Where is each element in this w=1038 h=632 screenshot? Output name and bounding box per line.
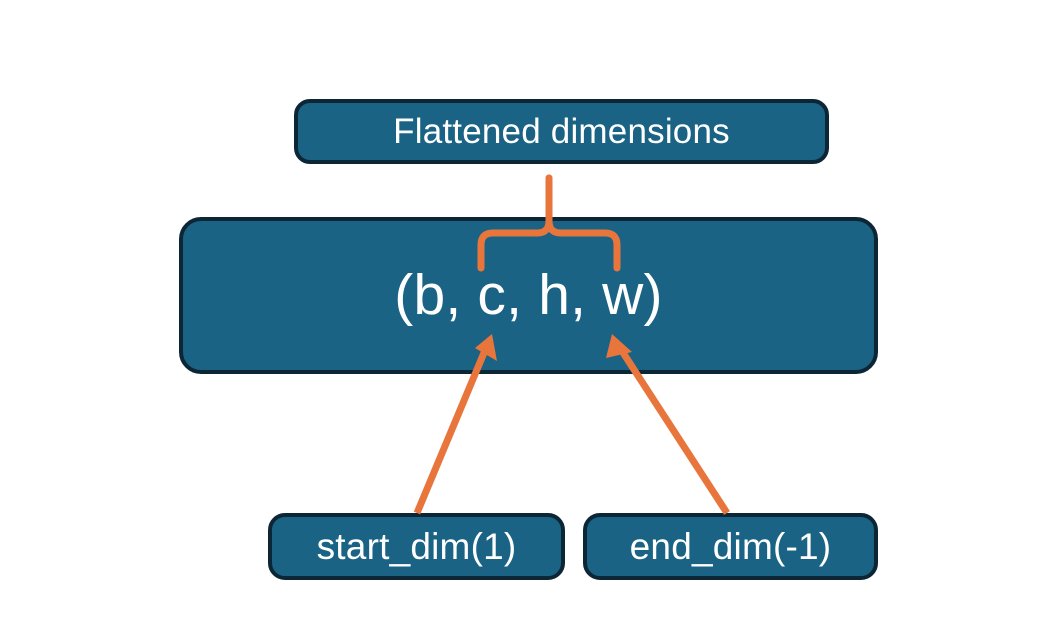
end-dim-label: end_dim(-1): [629, 526, 832, 567]
flattened-dimensions-node[interactable]: Flattened dimensions: [294, 99, 829, 164]
brace-right-arm: [545, 174, 621, 272]
shape-tuple-label: (b, c, h, w): [394, 263, 663, 327]
arrow-end-dim: [606, 334, 730, 515]
arrow-start-dim: [413, 334, 497, 515]
flattened-dimensions-label: Flattened dimensions: [393, 112, 730, 151]
end-dim-node[interactable]: end_dim(-1): [583, 513, 878, 580]
start-dim-node[interactable]: start_dim(1): [268, 513, 565, 580]
shape-tuple-node[interactable]: (b, c, h, w): [179, 217, 878, 374]
start-dim-label: start_dim(1): [316, 526, 517, 567]
